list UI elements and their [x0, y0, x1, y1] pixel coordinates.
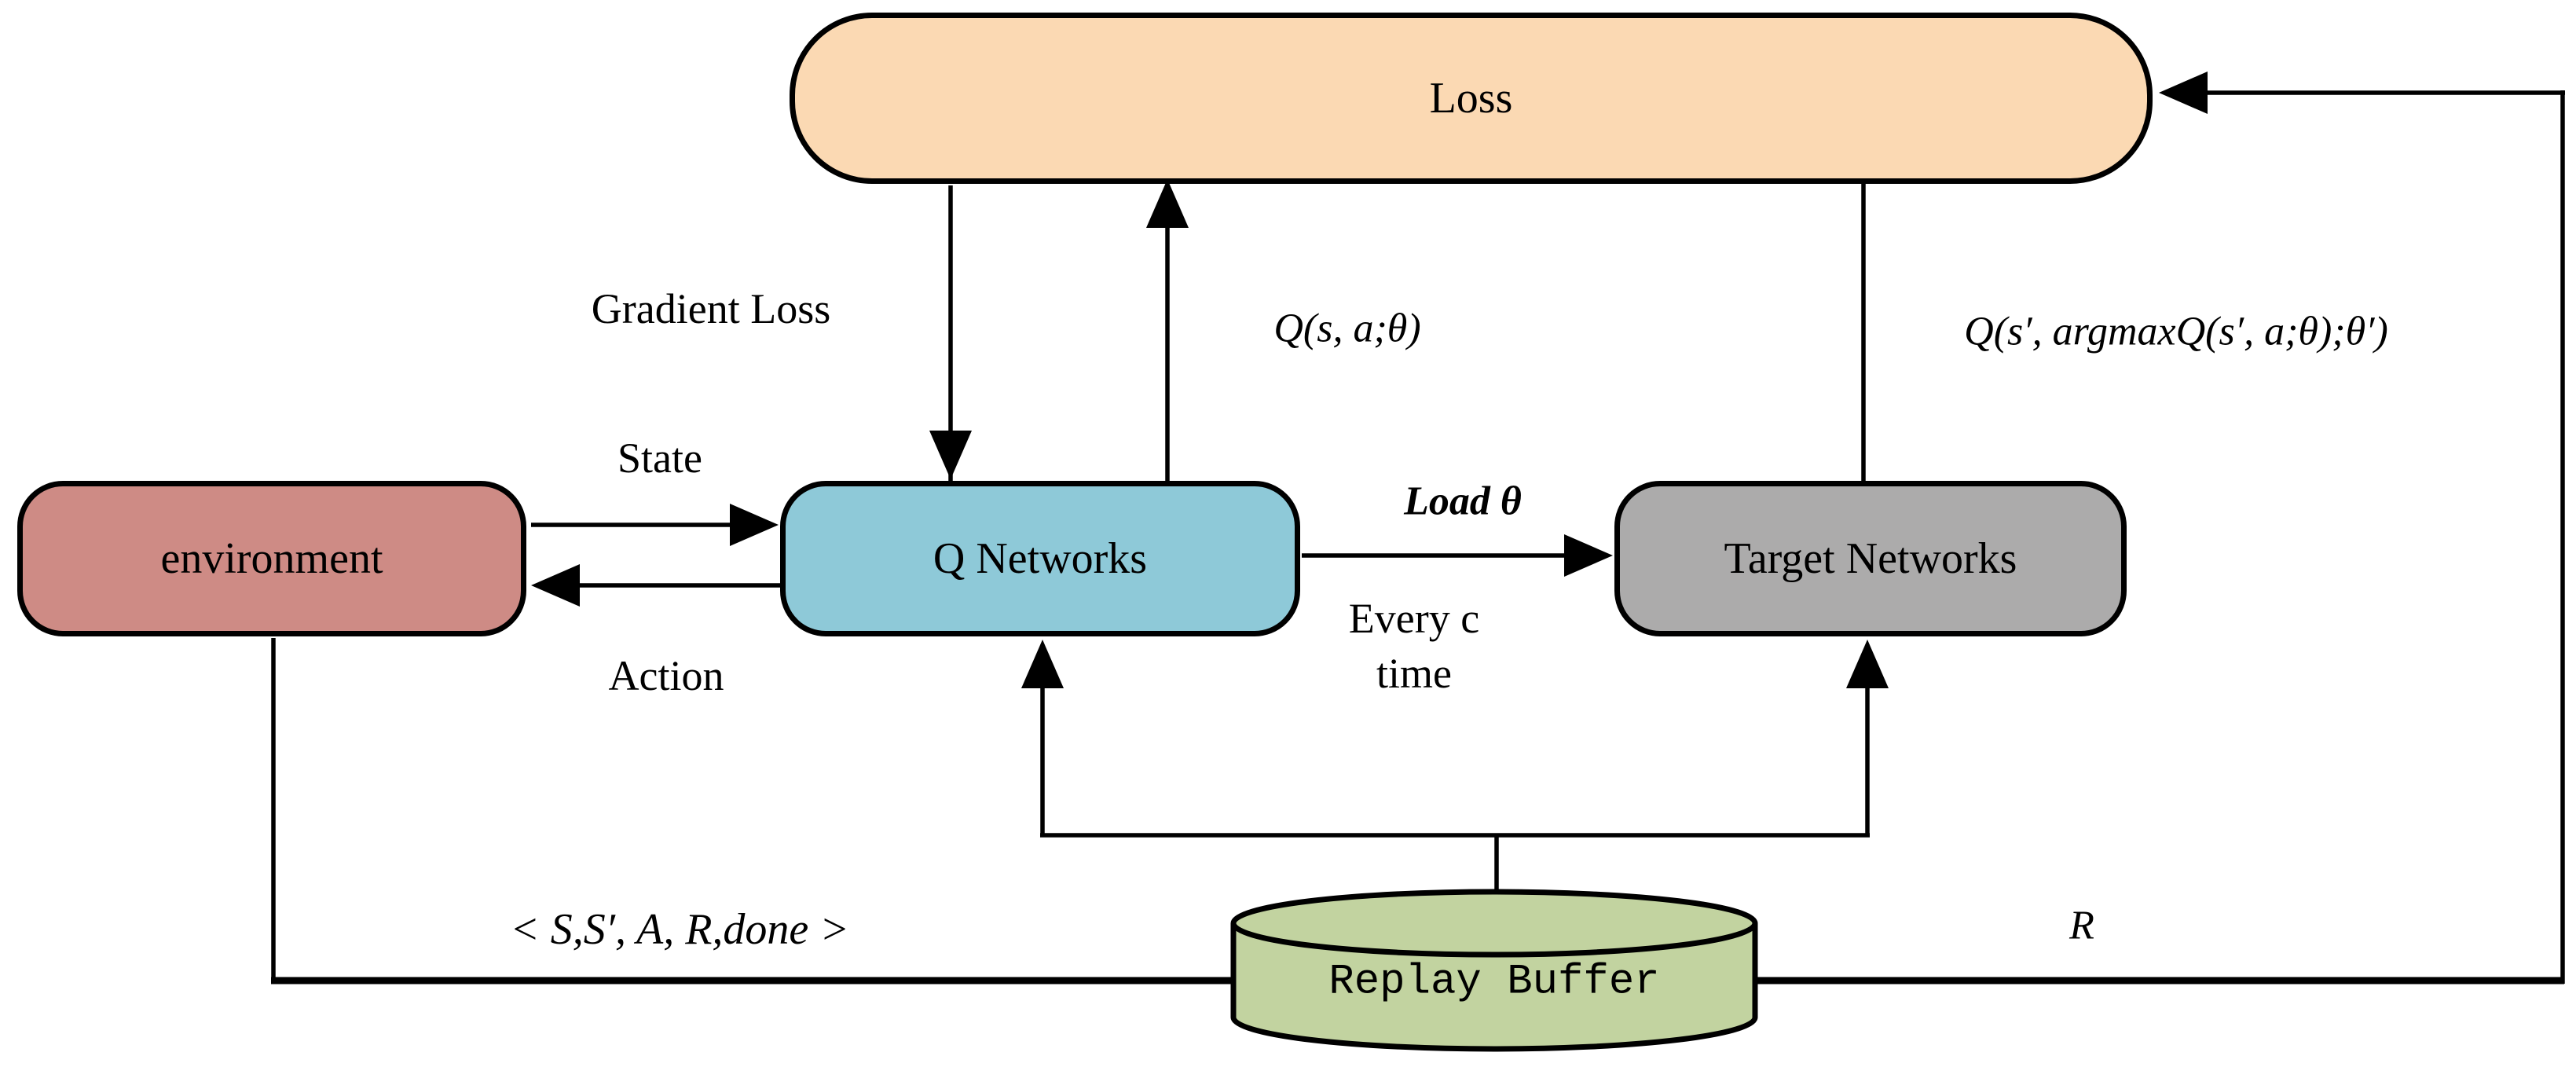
node-q-networks: Q Networks: [780, 481, 1300, 636]
label-state: State: [617, 434, 702, 482]
edge-q-value-arrowhead: [1146, 179, 1189, 228]
label-every-c-time: Every c time: [1349, 591, 1479, 701]
label-target-q-value: Q(s′, argmaxQ(s′, a;θ);θ′): [1964, 309, 2388, 354]
edge-reward-arrowhead: [2159, 72, 2208, 114]
replay-buffer-cylinder-top: [1230, 889, 1758, 958]
node-target-networks: Target Networks: [1614, 481, 2127, 636]
node-environment: environment: [17, 481, 526, 636]
label-load-theta: Load θ: [1404, 478, 1522, 524]
label-transition-tuple: < S,S′, A, R,done >: [509, 905, 850, 954]
node-q-networks-label: Q Networks: [933, 534, 1148, 583]
edge-state-arrowhead: [730, 504, 779, 546]
label-action: Action: [608, 652, 724, 699]
label-every-c-line2: time: [1376, 650, 1452, 697]
edge-replay-to-q-arrowhead: [1021, 640, 1064, 688]
label-gradient-loss: Gradient Loss: [591, 285, 831, 332]
edge-gradient-loss-arrowhead: [929, 431, 972, 479]
node-replay-buffer: [1230, 889, 1758, 1052]
label-reward: R: [2069, 903, 2094, 948]
node-environment-label: environment: [160, 534, 383, 583]
edge-replay-to-target-arrowhead: [1846, 640, 1889, 688]
node-loss-label: Loss: [1429, 74, 1513, 123]
label-q-value: Q(s, a;θ): [1273, 306, 1421, 351]
node-loss: Loss: [790, 13, 2153, 184]
replay-buffer-cylinder-body: [1230, 923, 1758, 1052]
label-every-c-line1: Every c: [1348, 594, 1480, 642]
node-replay-buffer-label: Replay Buffer: [1328, 958, 1660, 1006]
edge-load-theta-arrowhead: [1564, 534, 1613, 577]
edge-action-arrowhead: [531, 564, 580, 607]
node-target-networks-label: Target Networks: [1724, 534, 2017, 583]
